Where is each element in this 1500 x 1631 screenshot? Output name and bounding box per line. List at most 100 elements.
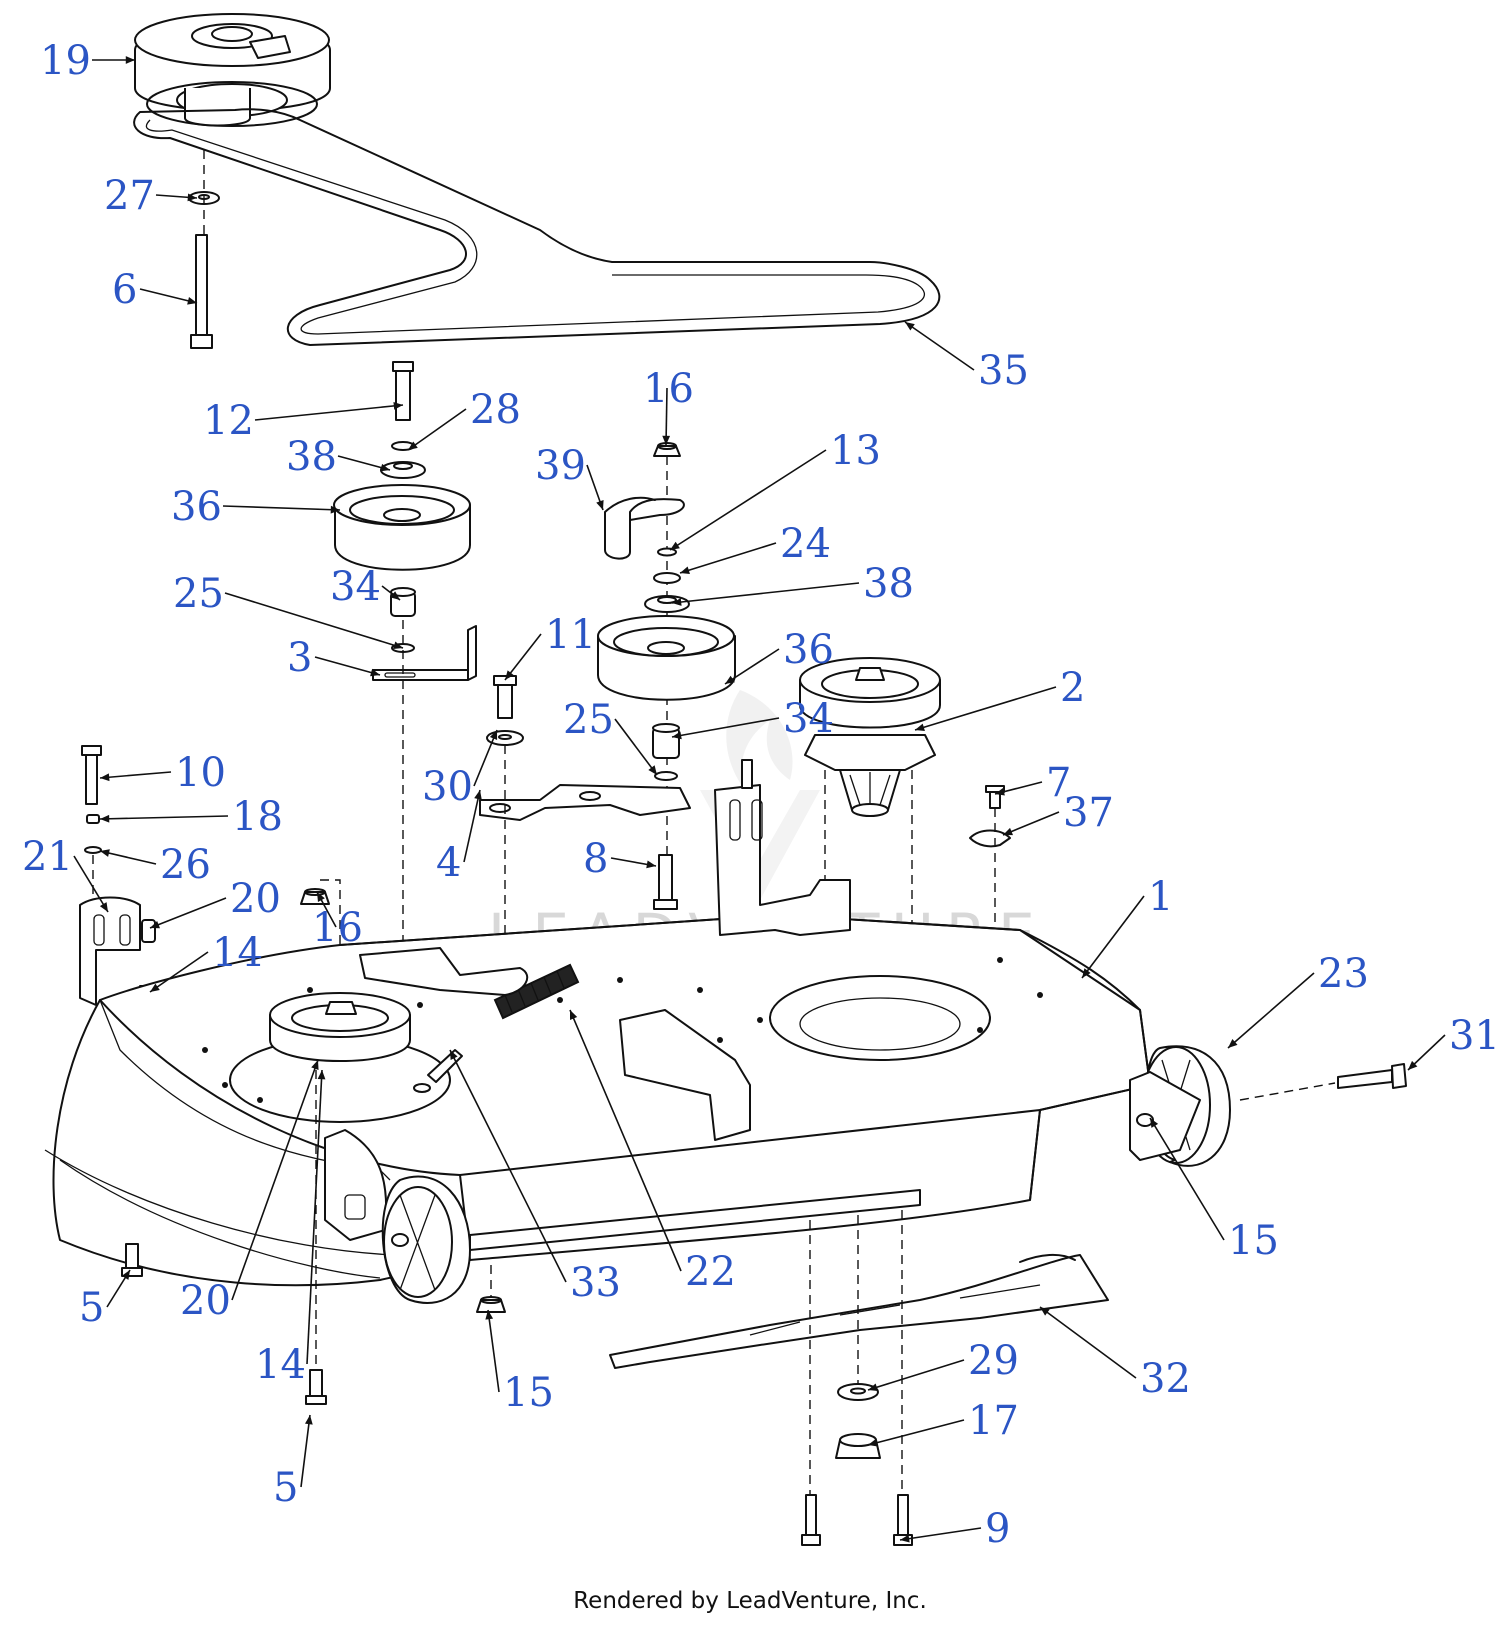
leader-arrowhead-11 [505, 670, 514, 680]
leader-line-15 [1149, 1117, 1225, 1241]
leader-line-20 [231, 1059, 319, 1301]
part-idler-arm-4 [479, 784, 691, 821]
part-bolt-10 [81, 745, 102, 805]
callout-label-8: 8 [583, 836, 608, 882]
leader-arrowhead-16 [662, 435, 671, 445]
callout-label-22: 22 [685, 1249, 736, 1295]
leader-line-6 [139, 288, 198, 304]
callout-label-34: 34 [783, 696, 834, 742]
callout-label-2: 2 [1060, 665, 1085, 711]
leader-arrowhead-31 [1408, 1060, 1418, 1070]
leader-arrowhead-20 [311, 1060, 319, 1070]
leader-line-25 [224, 592, 404, 649]
leader-line-20 [149, 897, 227, 929]
leader-arrowhead-15 [1150, 1118, 1159, 1128]
part-spacer-20-left [141, 919, 156, 943]
leader-arrowhead-3 [370, 668, 380, 677]
callout-label-20: 20 [230, 876, 281, 922]
part-spring-22 [493, 963, 580, 1020]
part-bolt-5-left [121, 1243, 143, 1277]
leader-arrowhead-20 [150, 920, 160, 929]
leader-line-32 [1039, 1306, 1137, 1379]
callout-label-37: 37 [1063, 790, 1114, 836]
leader-line-14 [306, 1069, 323, 1365]
callout-label-32: 32 [1140, 1356, 1191, 1402]
callout-label-15: 15 [503, 1370, 554, 1416]
part-drive-belt [133, 108, 941, 346]
callout-label-15: 15 [1228, 1218, 1279, 1264]
leader-arrowhead-39 [596, 500, 604, 510]
leader-arrowhead-16 [317, 892, 325, 902]
callout-label-6: 6 [112, 267, 137, 313]
callout-label-18: 18 [232, 794, 283, 840]
leader-line-10 [99, 771, 172, 779]
leader-line-36 [724, 648, 780, 685]
leader-arrowhead-23 [1228, 1039, 1238, 1048]
part-spindle-assembly-2 [799, 657, 941, 817]
leader-line-28 [407, 408, 467, 451]
leader-arrowhead-25 [393, 641, 403, 650]
part-bolt-9-right [893, 1494, 913, 1546]
leader-line-33 [449, 1049, 567, 1283]
leader-arrowhead-12 [393, 402, 403, 410]
callout-label-12: 12 [203, 398, 254, 444]
leader-arrowhead-38 [672, 598, 682, 606]
leader-line-12 [254, 404, 404, 421]
part-spacer-34-right [652, 723, 680, 759]
part-spacer-18 [86, 814, 100, 824]
callout-label-29: 29 [968, 1338, 1019, 1384]
leader-arrowhead-10 [100, 773, 110, 782]
part-washer-24 [653, 572, 681, 584]
callout-label-9: 9 [985, 1506, 1010, 1552]
leader-arrowhead-7 [995, 787, 1005, 796]
part-deck-rear-bracket [714, 759, 851, 936]
leader-arrowhead-15 [485, 1310, 494, 1320]
leader-arrowhead-34 [390, 591, 400, 600]
callout-label-13: 13 [830, 428, 881, 474]
leader-arrowhead-14 [150, 983, 160, 992]
part-bolt-11 [493, 675, 517, 719]
callout-label-25: 25 [563, 697, 614, 743]
leader-line-35 [904, 321, 975, 371]
callout-label-10: 10 [175, 750, 226, 796]
leader-line-34 [671, 717, 780, 738]
part-deck-idler-bracket [359, 947, 529, 996]
leader-arrowhead-6 [187, 297, 197, 305]
callout-label-38: 38 [863, 561, 914, 607]
leader-line-16 [665, 387, 668, 446]
leader-arrowhead-9 [900, 1534, 910, 1543]
part-bracket-3 [372, 625, 477, 681]
callout-label-21: 21 [22, 834, 73, 880]
leader-arrowhead-36 [725, 675, 735, 684]
leader-arrowhead-14 [317, 1070, 326, 1080]
callout-label-33: 33 [570, 1260, 621, 1306]
part-bolt-5-front [305, 1369, 327, 1405]
part-blade-32 [609, 1254, 1109, 1369]
callout-label-30: 30 [422, 764, 473, 810]
part-mower-deck-1 [44, 914, 1151, 1287]
leader-arrowhead-37 [1003, 827, 1013, 836]
part-bolt-8 [653, 854, 678, 910]
leader-arrowhead-30 [489, 730, 498, 740]
leader-line-24 [679, 542, 777, 574]
leader-arrowhead-35 [905, 322, 915, 331]
callout-label-36: 36 [171, 484, 222, 530]
leader-line-37 [1002, 811, 1060, 836]
leader-line-25 [614, 718, 658, 776]
leader-arrowhead-21 [99, 902, 108, 912]
callout-label-24: 24 [780, 521, 831, 567]
leader-arrowhead-36 [330, 505, 340, 514]
callout-label-26: 26 [160, 842, 211, 888]
part-bolt-9-left [801, 1494, 821, 1546]
leader-line-1 [1081, 895, 1145, 979]
leader-arrowhead-34 [672, 731, 682, 740]
part-washer-26 [84, 846, 102, 854]
part-washer-29 [837, 1383, 879, 1401]
part-nut-16-deck [300, 888, 330, 905]
leader-line-36 [222, 505, 341, 511]
leader-line-5 [300, 1414, 311, 1488]
callout-label-34: 34 [330, 564, 381, 610]
leader-line-17 [867, 1419, 965, 1446]
leader-arrowhead-32 [1040, 1307, 1050, 1316]
